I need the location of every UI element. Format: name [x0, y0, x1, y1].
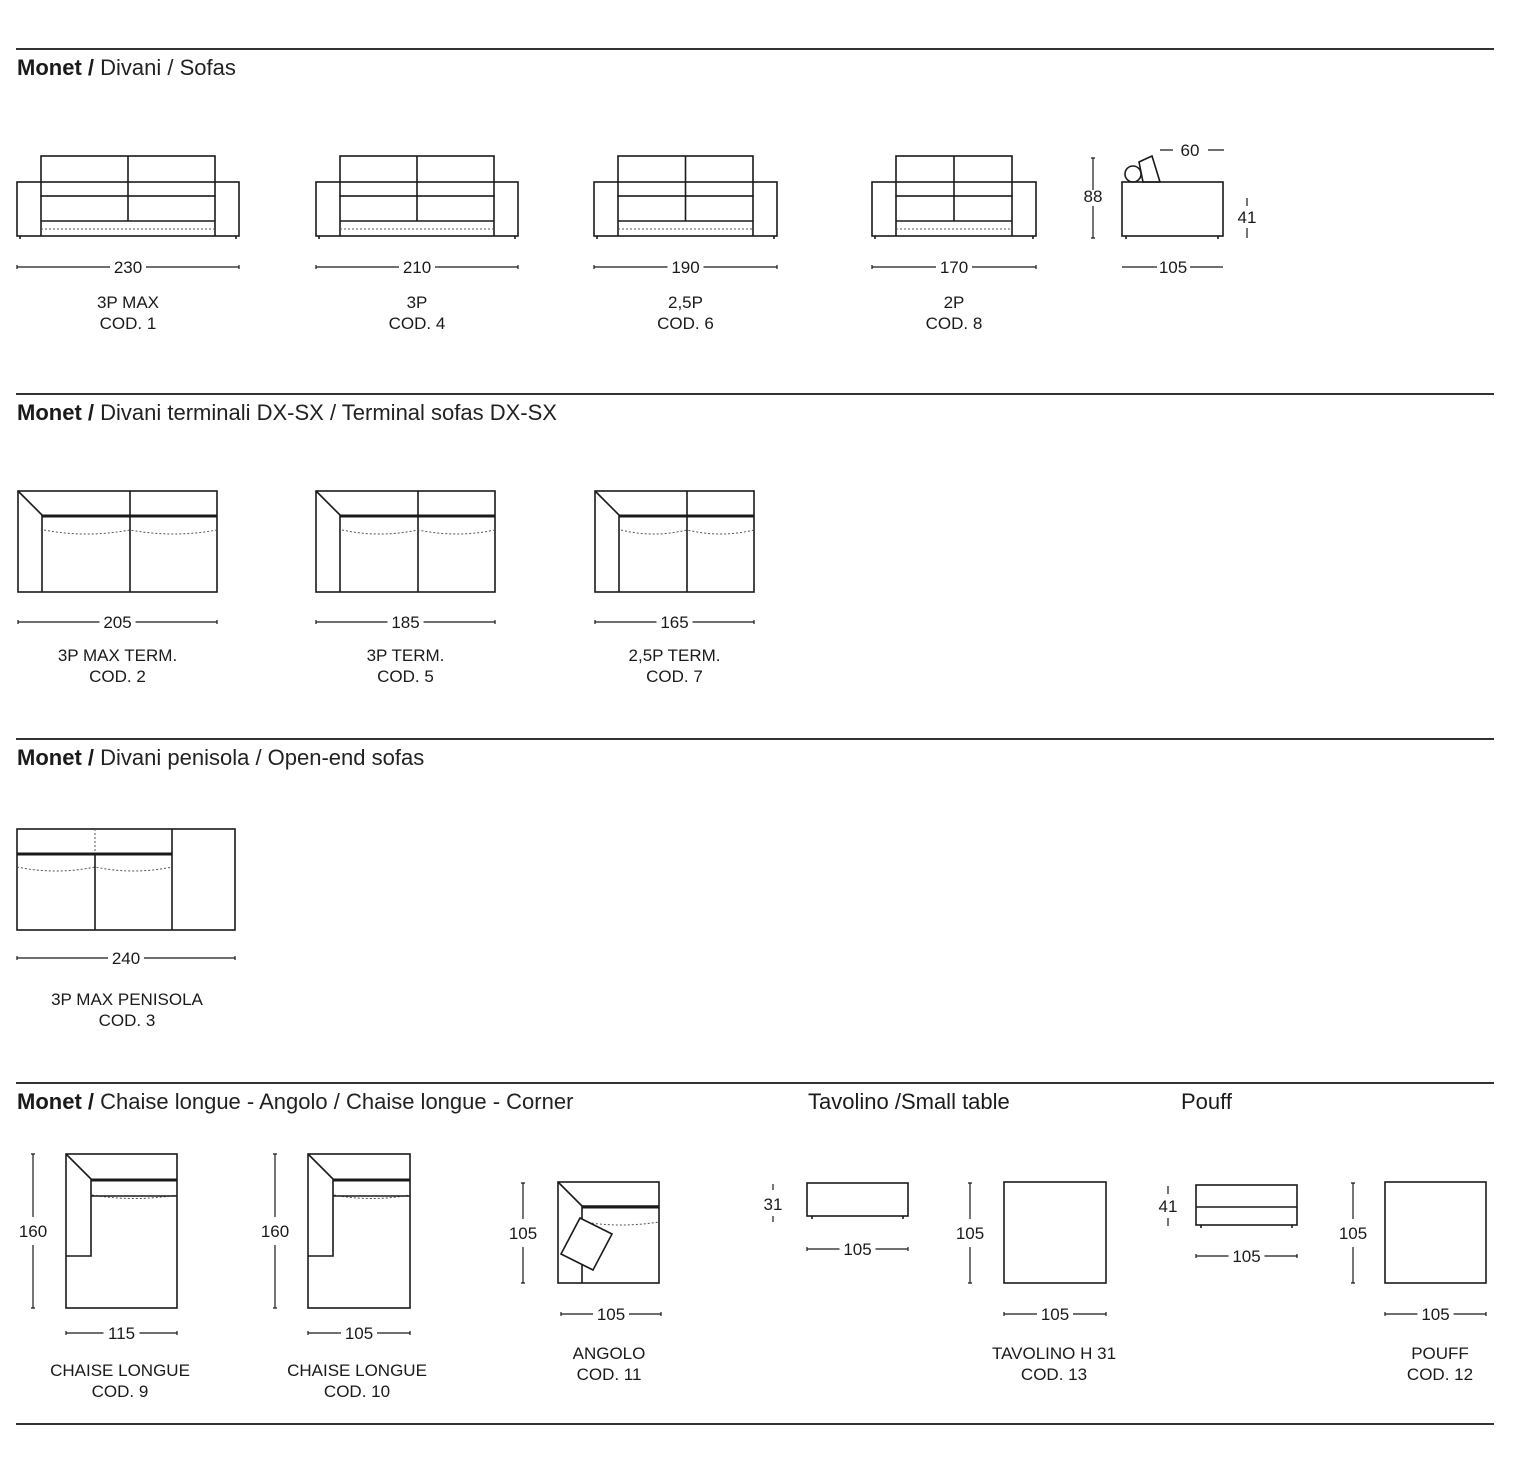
depth-dimension: 105 [509, 1224, 537, 1243]
model-code: COD. 5 [377, 667, 434, 686]
separator: / [87, 745, 95, 770]
model-name: POUFF [1411, 1344, 1469, 1363]
section-heading-chaise: Monet / Chaise longue - Angolo / Chaise … [17, 1089, 573, 1115]
width-dimension: 190 [671, 258, 699, 277]
width-dimension: 210 [403, 258, 431, 277]
model-code: COD. 6 [657, 314, 714, 333]
brand: Monet [17, 1089, 82, 1114]
model-name: CHAISE LONGUE [50, 1361, 190, 1380]
terminal-sofa-2: 165 2,5P TERM. COD. 7 [594, 490, 755, 686]
section-heading-sofas: Monet / Divani / Sofas [17, 55, 236, 81]
model-code: COD. 13 [1021, 1365, 1087, 1384]
model-name: 2P [944, 293, 965, 312]
model-code: COD. 1 [100, 314, 157, 333]
model-name: TAVOLINO H 31 [992, 1344, 1116, 1363]
width-dimension: 230 [114, 258, 142, 277]
sofa-front-3: 170 2P COD. 8 [871, 155, 1037, 333]
model-name: 3P MAX PENISOLA [51, 990, 203, 1009]
width-dimension: 185 [391, 613, 419, 632]
section-title: Divani / Sofas [94, 55, 236, 80]
section-divider [16, 1082, 1494, 1084]
width-dimension: 115 [108, 1324, 135, 1343]
depth-dimension: 105 [1339, 1224, 1367, 1243]
section-divider [16, 1423, 1494, 1425]
width-dimension: 170 [940, 258, 968, 277]
width-dimension: 105 [1232, 1247, 1260, 1266]
width-dimension: 105 [597, 1305, 625, 1324]
model-name: 3P MAX [97, 293, 159, 312]
height-dimension: 31 [764, 1195, 783, 1214]
model-code: COD. 10 [324, 1382, 390, 1401]
model-code: COD. 8 [926, 314, 983, 333]
model-name: CHAISE LONGUE [287, 1361, 427, 1380]
section-divider [16, 393, 1494, 395]
model-code: COD. 2 [89, 667, 146, 686]
separator: / [87, 400, 95, 425]
brand: Monet [17, 745, 82, 770]
model-code: COD. 12 [1407, 1365, 1473, 1384]
brand: Monet [17, 400, 82, 425]
section-heading-terminal: Monet / Divani terminali DX-SX / Termina… [17, 400, 557, 426]
sofa-front-2: 190 2,5P COD. 6 [593, 155, 778, 333]
depth-dimension: 160 [19, 1222, 47, 1241]
terminal-sofa-0: 205 3P MAX TERM. COD. 2 [17, 490, 218, 686]
width-dimension: 205 [103, 613, 131, 632]
model-code: COD. 3 [99, 1011, 156, 1030]
seat-depth-label: 60 [1181, 141, 1200, 160]
width-dimension: 105 [1421, 1305, 1449, 1324]
seat-height-label: 41 [1238, 208, 1257, 227]
sofa-side-view: 88 60 41 105 [1084, 141, 1257, 277]
model-name: 2,5P [668, 293, 703, 312]
height-label: 88 [1084, 187, 1103, 206]
width-dimension: 240 [112, 949, 140, 968]
model-name: 2,5P TERM. [629, 646, 721, 665]
model-name: 3P [407, 293, 428, 312]
depth-dimension: 105 [956, 1224, 984, 1243]
sofa-front-1: 210 3P COD. 4 [315, 155, 519, 333]
model-code: COD. 9 [92, 1382, 149, 1401]
width-dimension: 165 [660, 613, 688, 632]
section-title: Divani penisola / Open-end sofas [94, 745, 425, 770]
separator: / [87, 1089, 95, 1114]
subheading-pouff: Pouff [1181, 1089, 1232, 1114]
section-heading-penisola: Monet / Divani penisola / Open-end sofas [17, 745, 424, 771]
terminal-sofa-1: 185 3P TERM. COD. 5 [315, 490, 496, 686]
height-dimension: 41 [1159, 1197, 1178, 1216]
width-dimension: 105 [1041, 1305, 1069, 1324]
width-dimension: 105 [345, 1324, 373, 1343]
model-name: 3P MAX TERM. [58, 646, 177, 665]
separator: / [87, 55, 95, 80]
section-title: Divani terminali DX-SX / Terminal sofas … [94, 400, 557, 425]
brand: Monet [17, 55, 82, 80]
penisola-sofa: 240 3P MAX PENISOLA COD. 3 [16, 828, 236, 1030]
width-dimension: 105 [843, 1240, 871, 1259]
depth-dimension: 160 [261, 1222, 289, 1241]
model-name: ANGOLO [573, 1344, 646, 1363]
model-code: COD. 11 [577, 1365, 642, 1384]
depth-label: 105 [1159, 258, 1187, 277]
sofa-front-0: 230 3P MAX COD. 1 [16, 155, 240, 333]
model-code: COD. 4 [389, 314, 446, 333]
section-title: Chaise longue - Angolo / Chaise longue -… [94, 1089, 574, 1114]
section-divider [16, 738, 1494, 740]
model-name: 3P TERM. [367, 646, 445, 665]
subheading-table: Tavolino /Small table [808, 1089, 1010, 1114]
model-code: COD. 7 [646, 667, 703, 686]
section-divider [16, 48, 1494, 50]
